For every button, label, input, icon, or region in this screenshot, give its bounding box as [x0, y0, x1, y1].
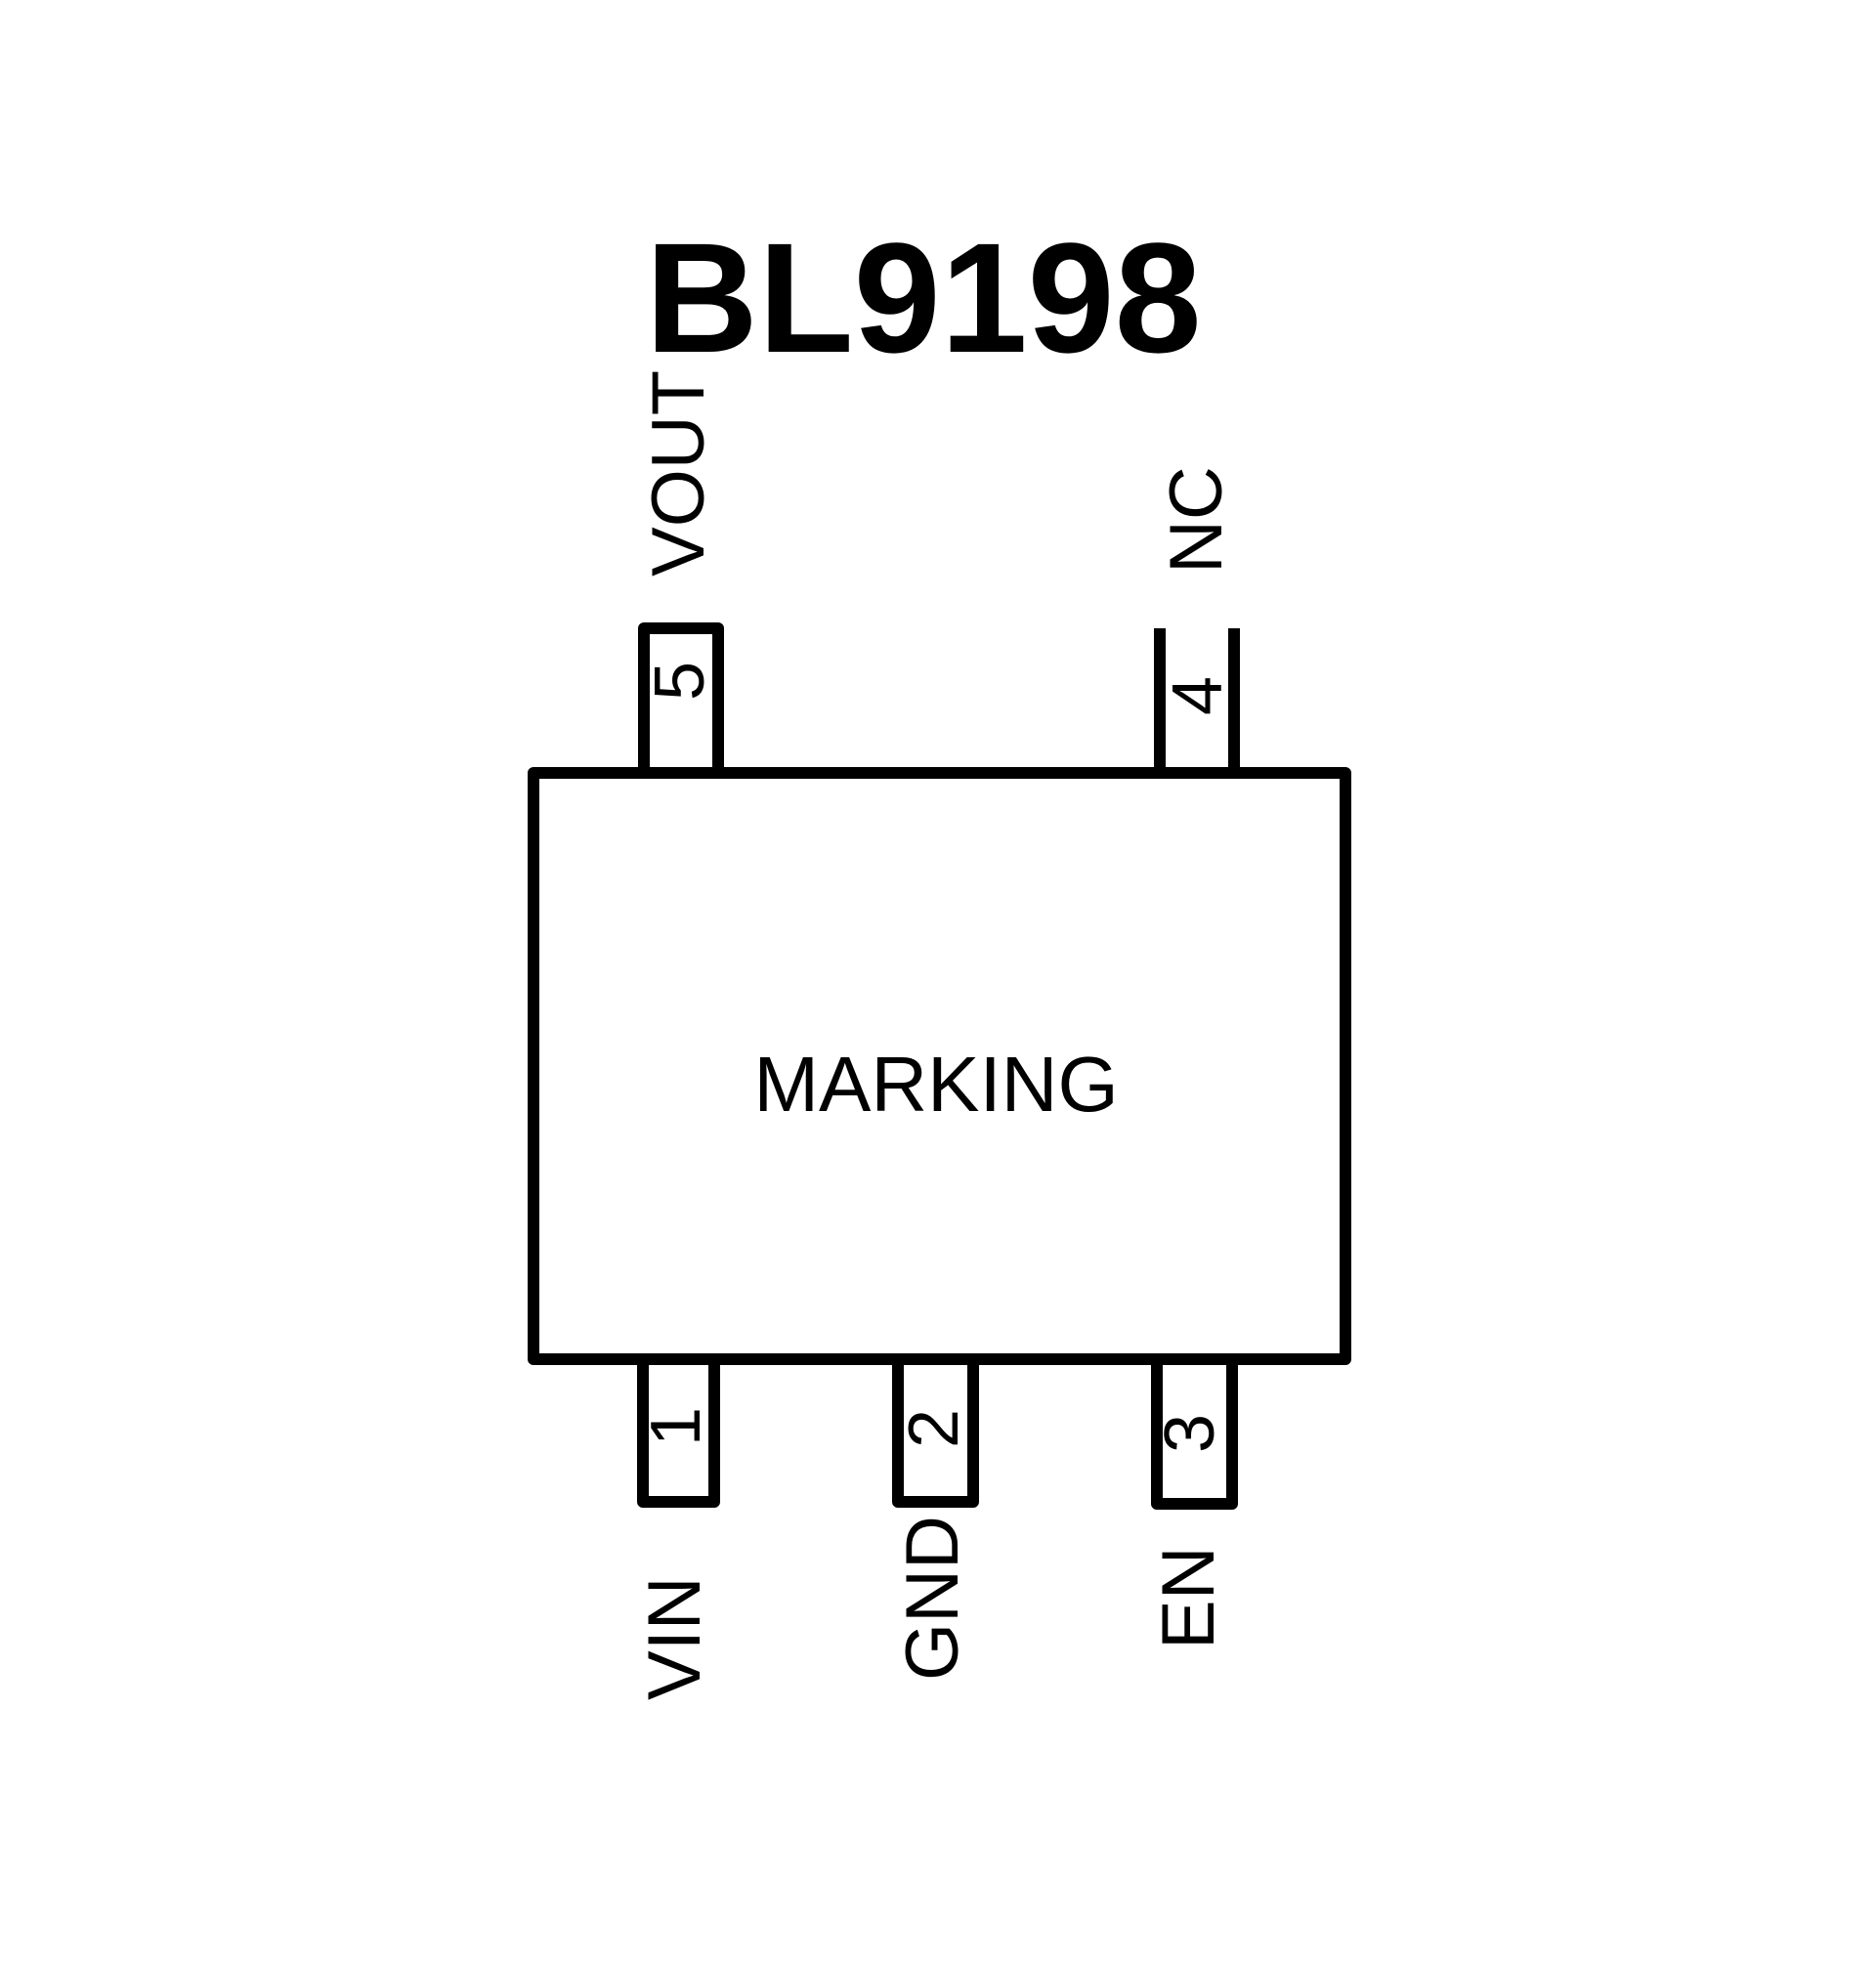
pin-1-name: VIN — [633, 1576, 716, 1700]
pin-2: 2 GND — [891, 1353, 979, 1681]
pin-5-name: VOUT — [637, 370, 720, 577]
marking-text: MARKING — [753, 1041, 1118, 1128]
pin-2-lead — [892, 1353, 979, 1508]
pin-3-name: EN — [1147, 1546, 1230, 1649]
pin-3: 3 EN — [1147, 1353, 1238, 1649]
pin-3-number: 3 — [1151, 1414, 1229, 1453]
pin-1-number: 1 — [637, 1407, 715, 1446]
pin-5: 5 VOUT — [637, 370, 724, 779]
pin-2-name: GND — [891, 1516, 974, 1681]
chip-title: BL9198 — [645, 210, 1201, 385]
pin-1: 1 VIN — [633, 1353, 720, 1700]
pin-3-lead — [1151, 1353, 1238, 1510]
pin-2-number: 2 — [895, 1409, 973, 1448]
pin-4: 4 NC — [1154, 466, 1240, 779]
pin-4-name: NC — [1155, 466, 1238, 574]
package-body — [528, 767, 1351, 1365]
pin-4-number: 4 — [1159, 676, 1237, 715]
pin-1-lead — [637, 1353, 720, 1508]
pin-5-number: 5 — [641, 662, 719, 701]
pin-5-lead — [638, 622, 724, 779]
